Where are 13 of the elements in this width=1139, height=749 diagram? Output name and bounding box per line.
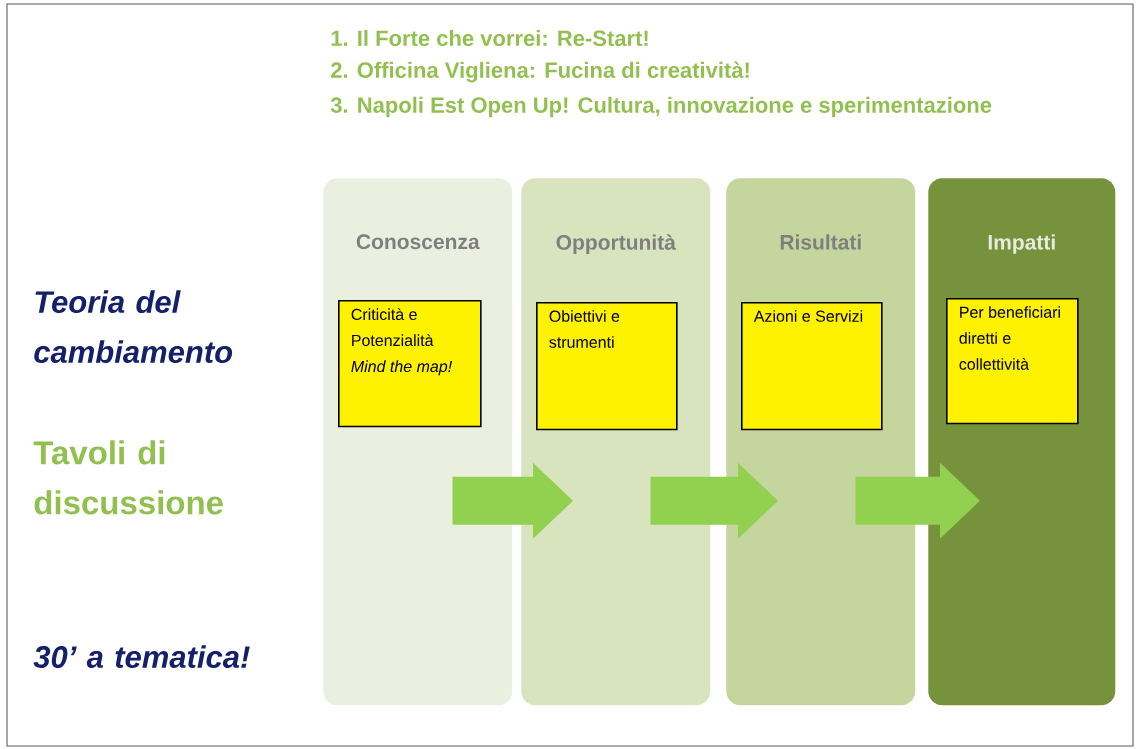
block-arrow <box>650 462 778 539</box>
side-heading: Teoria del cambiamento <box>34 290 233 363</box>
block-arrow <box>855 462 980 539</box>
side-heading: Tavoli di discussione <box>33 440 223 515</box>
sticky-note: Obiettivi e strumenti <box>536 302 678 431</box>
sticky-note: Per beneficiari diretti e collettività <box>946 298 1079 425</box>
side-heading: 30’ a tematica! <box>33 645 250 668</box>
list-item: 3. Napoli Est Open Up! Cultura, innovazione e sperimentazione <box>330 96 992 118</box>
list-item: 1. Il Forte che vorrei: Re-Start! <box>331 29 648 47</box>
list-item: 2. Officina Vigliena: Fucina di creatività! <box>331 61 749 83</box>
block-arrow <box>452 462 573 539</box>
sticky-note: Azioni e Servizi <box>741 302 883 431</box>
sticky-note: Criticità e Potenzialità Mind the map! <box>338 300 482 428</box>
